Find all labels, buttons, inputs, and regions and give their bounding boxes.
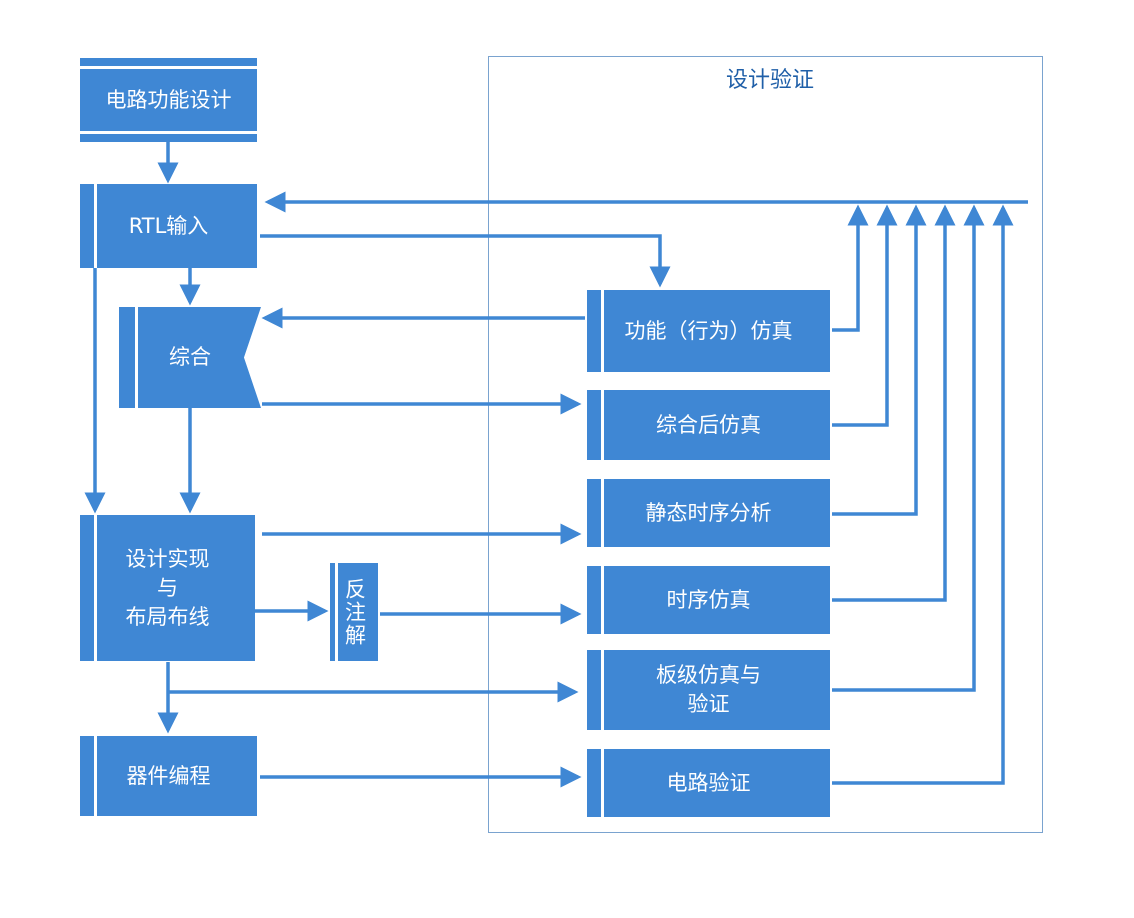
- feedback-functional-sim: [832, 204, 869, 332]
- timing-sim-box: 时序仿真: [587, 566, 830, 634]
- post-synth-sim-label: 综合后仿真: [656, 412, 761, 437]
- feedback-circuit-verify: [832, 204, 1014, 785]
- circuit-verify-label: 电路验证: [666, 770, 751, 795]
- functional-sim-box: 功能（行为）仿真: [587, 290, 830, 372]
- feedback-post-synth-sim: [832, 204, 898, 427]
- board-sim-label: 板级仿真与 验证: [656, 663, 761, 716]
- timing-sim-label: 时序仿真: [666, 587, 751, 612]
- functional-sim-label: 功能（行为）仿真: [624, 318, 793, 343]
- circuit-design-label: 电路功能设计: [105, 87, 232, 112]
- circuit-design-box: 电路功能设计: [80, 58, 257, 142]
- arrow-rtl-to-functional-sim: [260, 234, 671, 288]
- panel-title: 设计验证: [725, 68, 814, 93]
- implementation-label: 设计实现 与 布局布线: [125, 546, 210, 629]
- implementation-box: 设计实现 与 布局布线: [80, 515, 255, 661]
- board-sim-box: 板级仿真与 验证: [587, 650, 830, 730]
- back-annotation-box: 反注解: [330, 563, 378, 661]
- synthesis-box: 综合: [119, 307, 261, 408]
- circuit-verify-box: 电路验证: [587, 749, 830, 817]
- back-annotation-label: 反注解: [342, 577, 367, 647]
- static-timing-box: 静态时序分析: [587, 479, 830, 547]
- rtl-input-box: RTL输入: [80, 184, 257, 268]
- static-timing-label: 静态时序分析: [645, 500, 772, 525]
- post-synth-sim-box: 综合后仿真: [587, 390, 830, 460]
- verification-panel: [488, 56, 1043, 833]
- feedback-static-timing: [832, 204, 927, 516]
- synthesis-label: 综合: [169, 345, 211, 369]
- feedback-board-sim: [832, 204, 985, 692]
- feedback-timing-sim: [832, 204, 956, 602]
- device-programming-box: 器件编程: [80, 736, 257, 816]
- rtl-input-label: RTL输入: [128, 213, 209, 238]
- device-programming-label: 器件编程: [126, 763, 211, 788]
